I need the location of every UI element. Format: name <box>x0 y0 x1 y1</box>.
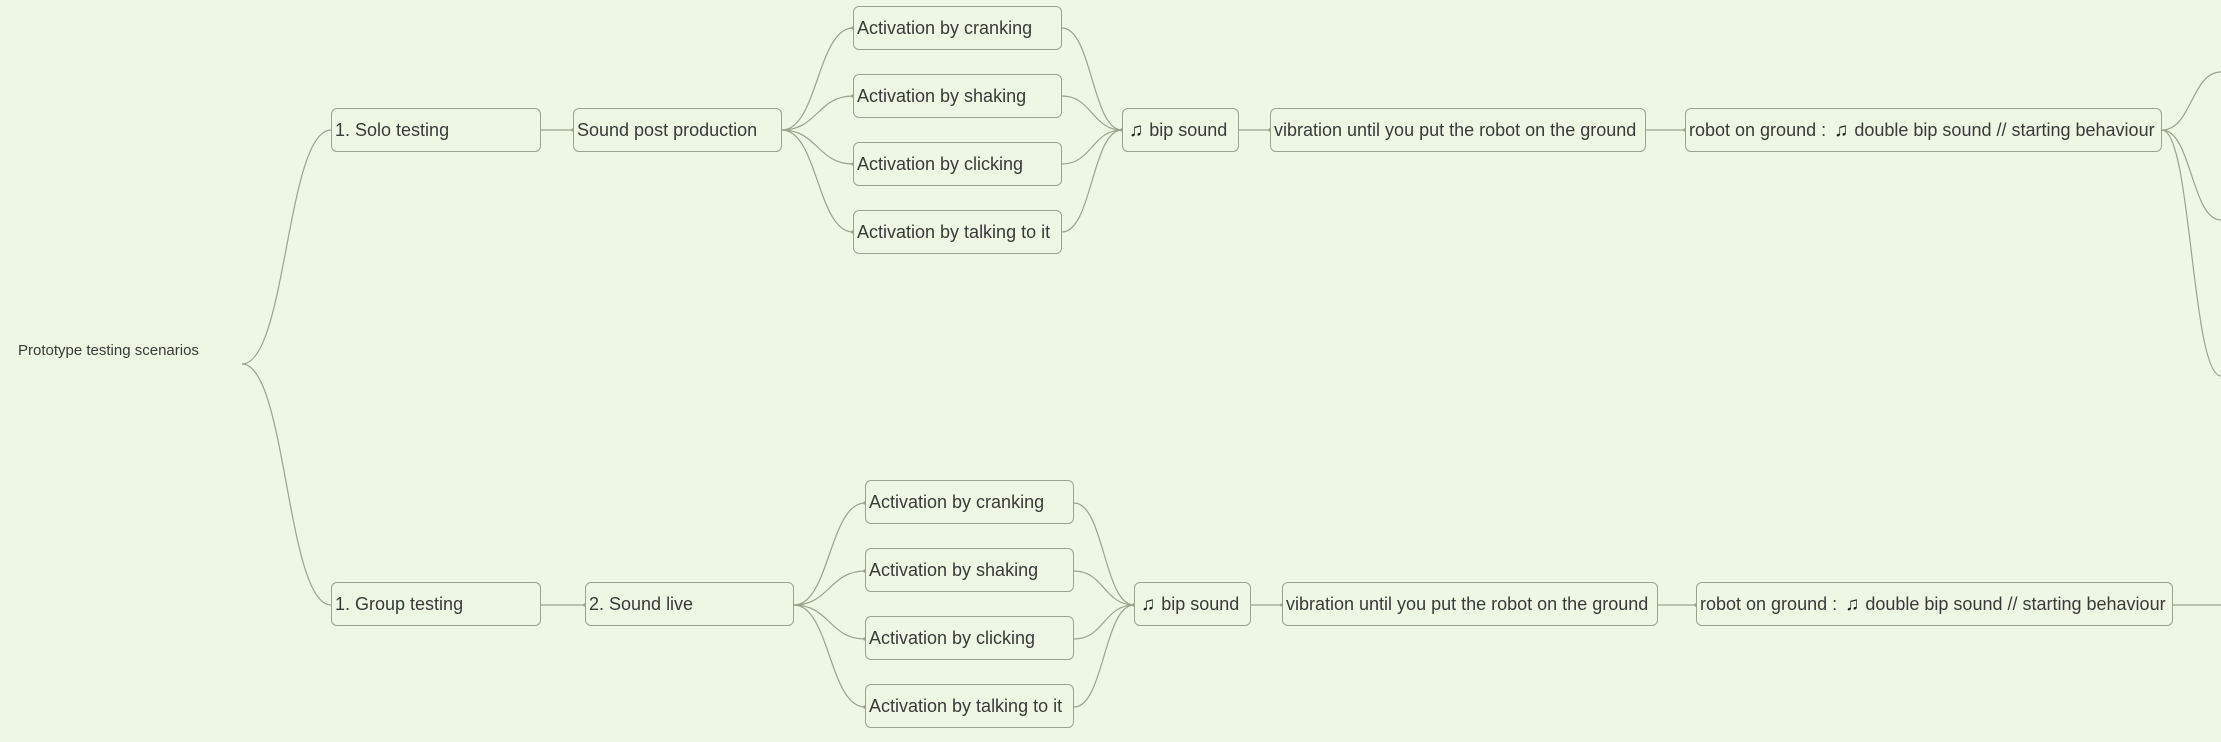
bip-sound-node[interactable]: ♫bip sound <box>1122 108 1239 152</box>
ground-suffix: double bip sound // starting behaviour <box>1854 120 2155 140</box>
sound-live-node[interactable]: 2. Sound live <box>585 582 794 626</box>
activation-cranking-node[interactable]: Activation by cranking <box>865 480 1074 524</box>
activation-to-sound <box>1061 27 1123 131</box>
soundmode-to-activation <box>781 129 854 165</box>
root-node[interactable]: Prototype testing scenarios <box>18 342 199 359</box>
soundmode-to-activation <box>781 129 854 233</box>
soundmode-to-activation <box>781 95 854 131</box>
bip-sound-label: bip sound <box>1161 594 1240 614</box>
branch-solo-testing[interactable]: 1. Solo testing <box>331 108 541 152</box>
root-to-group <box>241 363 332 606</box>
activation-cranking-node[interactable]: Activation by cranking <box>853 6 1062 50</box>
activation-shaking-node[interactable]: Activation by shaking <box>853 74 1062 118</box>
activation-to-sound <box>1073 604 1135 640</box>
branch-group-testing[interactable]: 1. Group testing <box>331 582 541 626</box>
sound-post-production-node[interactable]: Sound post production <box>573 108 782 152</box>
ground-prefix: robot on ground : <box>1689 120 1827 140</box>
activation-to-sound <box>1073 570 1135 606</box>
music-note-icon: ♫ <box>1141 594 1156 615</box>
bip-sound-label: bip sound <box>1149 120 1228 140</box>
activation-clicking-node[interactable]: Activation by clicking <box>865 616 1074 660</box>
soundmode-to-activation <box>793 604 866 708</box>
activation-to-sound <box>1061 129 1123 233</box>
music-note-icon: ♫ <box>1845 594 1860 615</box>
robot-on-ground-node[interactable]: robot on ground : ♫double bip sound // st… <box>1696 582 2173 626</box>
activation-to-sound <box>1073 604 1135 708</box>
vibration-node[interactable]: vibration until you put the robot on the… <box>1270 108 1646 152</box>
activation-to-sound <box>1073 502 1135 606</box>
activation-to-sound <box>1061 129 1123 165</box>
activation-clicking-node[interactable]: Activation by clicking <box>853 142 1062 186</box>
activation-talking-node[interactable]: Activation by talking to it <box>865 684 1074 728</box>
vibration-node[interactable]: vibration until you put the robot on the… <box>1282 582 1658 626</box>
activation-shaking-node[interactable]: Activation by shaking <box>865 548 1074 592</box>
ground-prefix: robot on ground : <box>1700 594 1838 614</box>
ground-outgoing <box>2161 129 2221 377</box>
bip-sound-node[interactable]: ♫bip sound <box>1134 582 1251 626</box>
ground-outgoing <box>2161 71 2221 131</box>
activation-to-sound <box>1061 95 1123 131</box>
root-to-solo <box>241 129 332 365</box>
soundmode-to-activation <box>781 27 854 131</box>
soundmode-to-activation <box>793 604 866 640</box>
activation-talking-node[interactable]: Activation by talking to it <box>853 210 1062 254</box>
music-note-icon: ♫ <box>1834 120 1849 141</box>
music-note-icon: ♫ <box>1129 120 1144 141</box>
soundmode-to-activation <box>793 570 866 606</box>
robot-on-ground-node[interactable]: robot on ground : ♫double bip sound // st… <box>1685 108 2162 152</box>
soundmode-to-activation <box>793 502 866 606</box>
ground-outgoing <box>2161 129 2221 221</box>
ground-suffix: double bip sound // starting behaviour <box>1865 594 2166 614</box>
